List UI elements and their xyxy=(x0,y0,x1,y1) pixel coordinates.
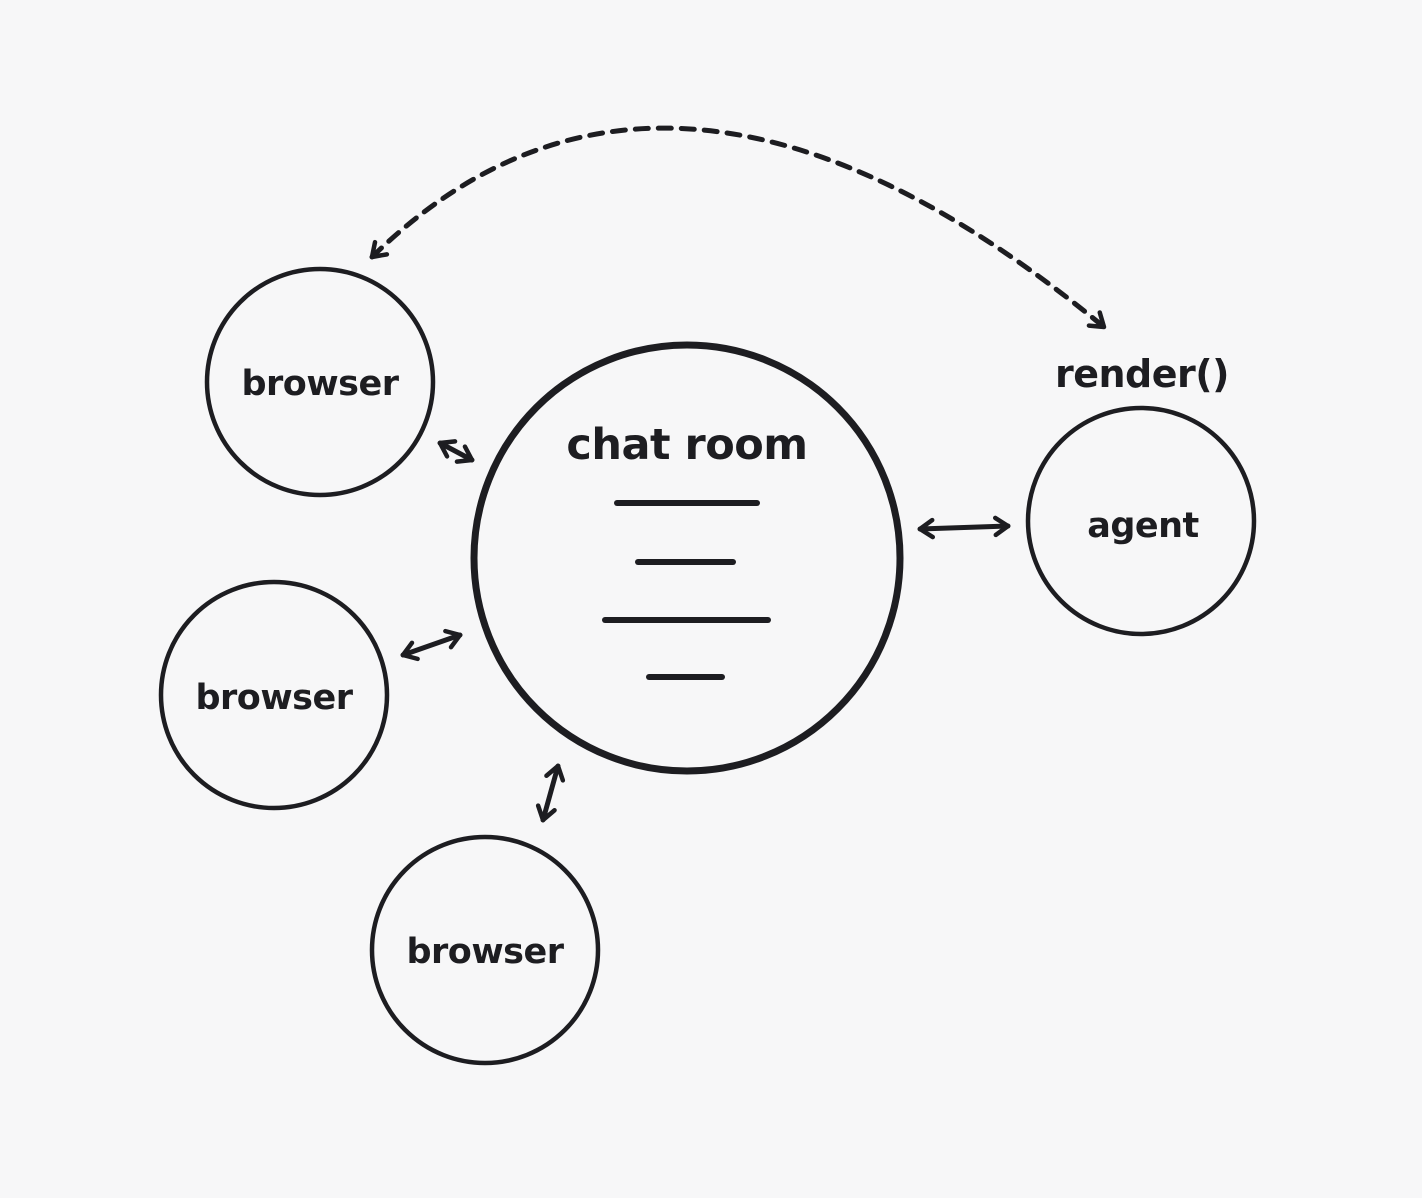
arrow-browser-bottom-chat xyxy=(535,763,566,823)
arrow-browser-top-chat xyxy=(437,439,475,464)
browser-top-label: browser xyxy=(241,364,399,404)
agent-node xyxy=(1025,405,1257,637)
browser-middle-node xyxy=(158,579,390,811)
browser-bottom-node xyxy=(369,834,601,1066)
arrow-chat-agent xyxy=(917,515,1011,540)
agent-label: agent xyxy=(1087,506,1199,546)
browser-middle-label: browser xyxy=(195,678,353,718)
browser-top-node xyxy=(204,266,436,498)
chat-room-node xyxy=(470,341,904,775)
chat-room-label: chat room xyxy=(566,420,807,470)
arrow-browser-middle-chat xyxy=(400,628,463,662)
render-call-label: render() xyxy=(1055,352,1229,396)
render-feedback-dashed-arrow xyxy=(369,125,1107,330)
browser-bottom-label: browser xyxy=(406,932,564,972)
